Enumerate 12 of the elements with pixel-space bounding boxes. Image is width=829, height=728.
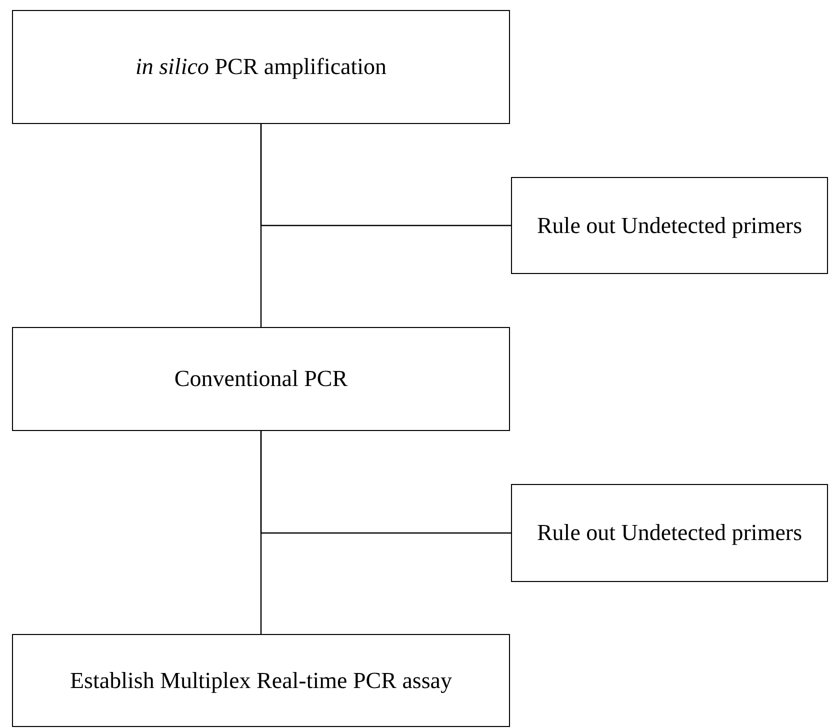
connector-line — [260, 431, 511, 534]
process-box — [12, 10, 510, 124]
box-label: Establish Multiplex Real-time PCR assay — [70, 666, 452, 695]
process-box — [12, 634, 510, 727]
box-label: in silico PCR amplification — [135, 53, 387, 82]
process-box — [511, 177, 828, 274]
connector-line — [260, 124, 511, 226]
process-box — [511, 484, 828, 582]
box-label: Conventional PCR — [174, 365, 348, 394]
process-box — [12, 327, 510, 431]
box-label: Rule out Undetected primers — [536, 519, 802, 548]
box-label: Rule out Undetected primers — [536, 212, 802, 240]
